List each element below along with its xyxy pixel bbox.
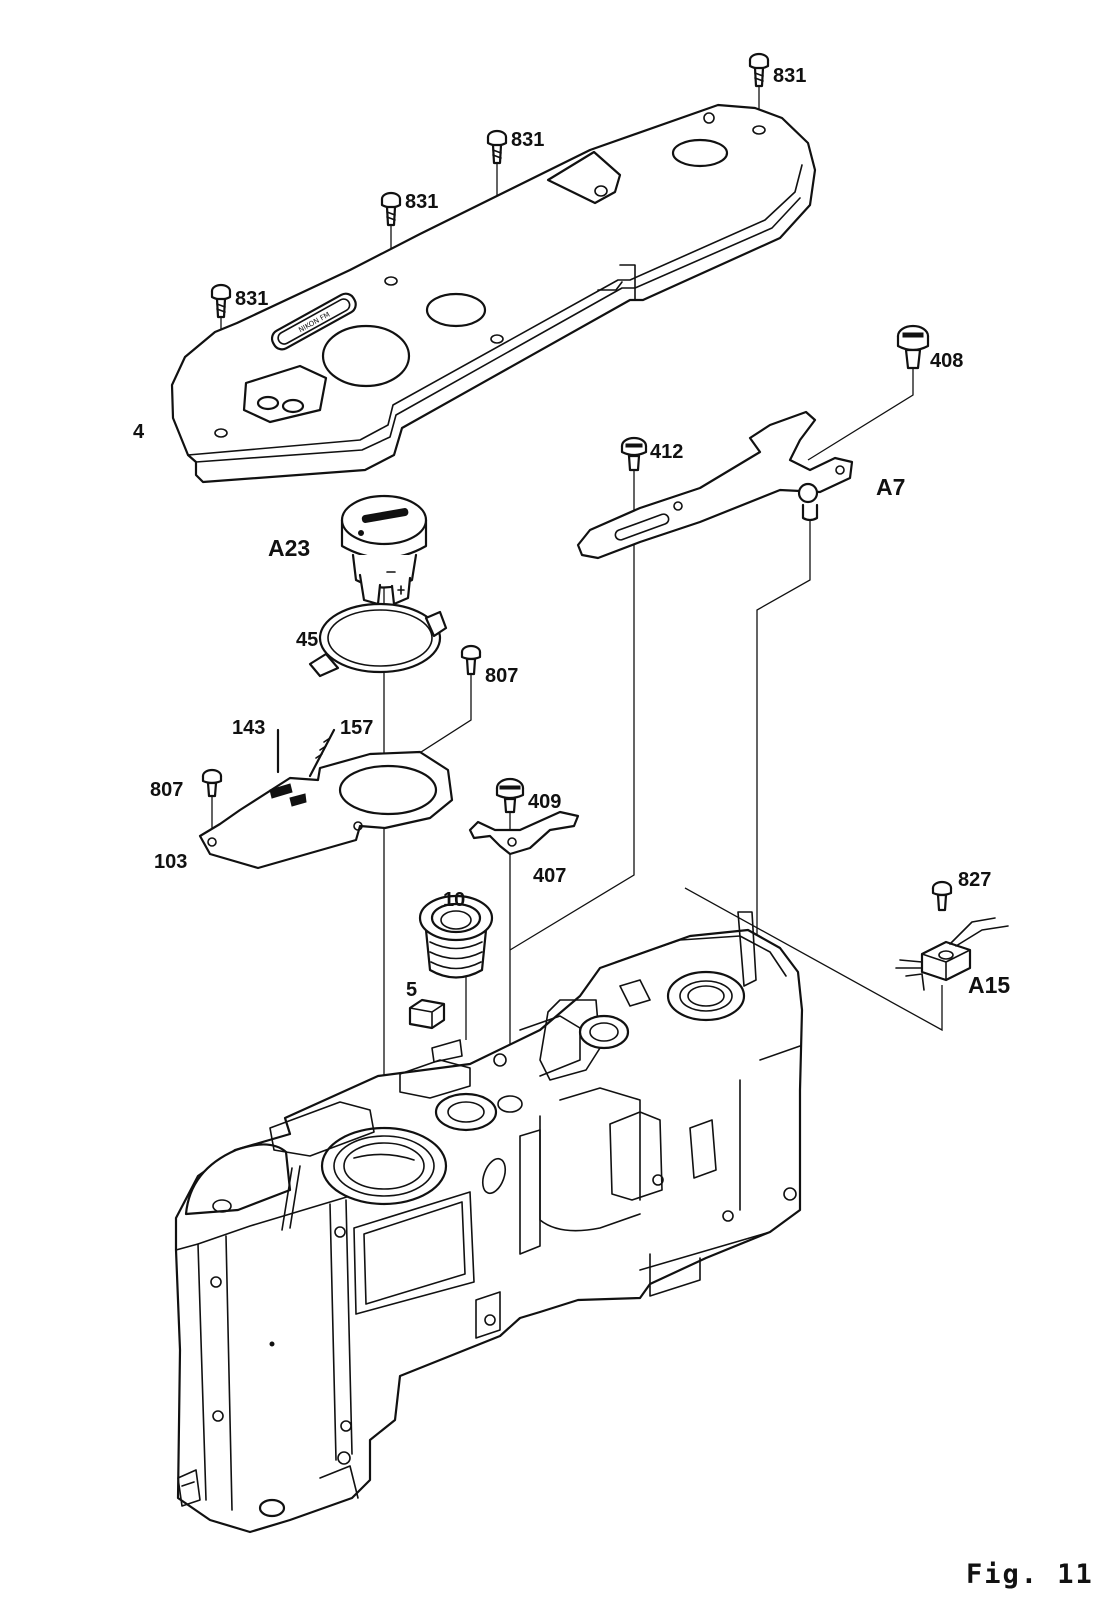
screw-807-icon <box>201 768 223 798</box>
label-408: 408 <box>930 350 963 372</box>
label-a15: A15 <box>968 972 1010 998</box>
label-a7: A7 <box>876 474 905 500</box>
retaining-ring-icon <box>308 602 448 678</box>
screw-831-icon <box>486 129 508 165</box>
battery-cap-icon <box>340 494 428 606</box>
eyepiece-icon <box>418 894 494 979</box>
label-831: 831 <box>235 288 268 310</box>
label-45: 45 <box>296 629 318 651</box>
screw-831-icon <box>380 191 402 227</box>
label-5: 5 <box>406 979 417 1001</box>
screw-807-icon <box>460 644 482 676</box>
label-412: 412 <box>650 441 683 463</box>
screw-412-icon <box>620 436 648 472</box>
label-103: 103 <box>154 851 187 873</box>
label-827: 827 <box>958 869 991 891</box>
label-831: 831 <box>405 191 438 213</box>
top-cover-plate: NIKON FM <box>170 103 817 484</box>
label-831: 831 <box>773 65 806 87</box>
label-a23: A23 <box>268 535 310 561</box>
label-407: 407 <box>533 865 566 887</box>
callout-labels: 831 831 831 831 4 A23 45 807 143 157 807… <box>133 65 1010 1001</box>
switch-a15-icon <box>895 917 1009 991</box>
lever-407-icon <box>468 810 580 856</box>
screw-409-icon <box>495 777 525 814</box>
screw-831-icon <box>210 283 232 319</box>
label-409: 409 <box>528 791 561 813</box>
lever-a7-icon <box>576 410 854 560</box>
label-143: 143 <box>232 717 265 739</box>
camera-body-chassis <box>174 911 804 1534</box>
label-831: 831 <box>511 129 544 151</box>
pin-157-icon <box>308 728 336 778</box>
screw-408-icon <box>896 324 930 370</box>
label-4: 4 <box>133 421 145 443</box>
label-807: 807 <box>150 779 183 801</box>
screw-831-icon <box>748 52 770 88</box>
label-807: 807 <box>485 665 518 687</box>
label-10: 10 <box>443 889 465 911</box>
contact-plate-icon <box>198 750 454 870</box>
figure-label: Fig. 11 <box>966 1559 1094 1590</box>
screw-827-icon <box>931 880 953 912</box>
label-157: 157 <box>340 717 373 739</box>
block-icon <box>408 998 446 1030</box>
